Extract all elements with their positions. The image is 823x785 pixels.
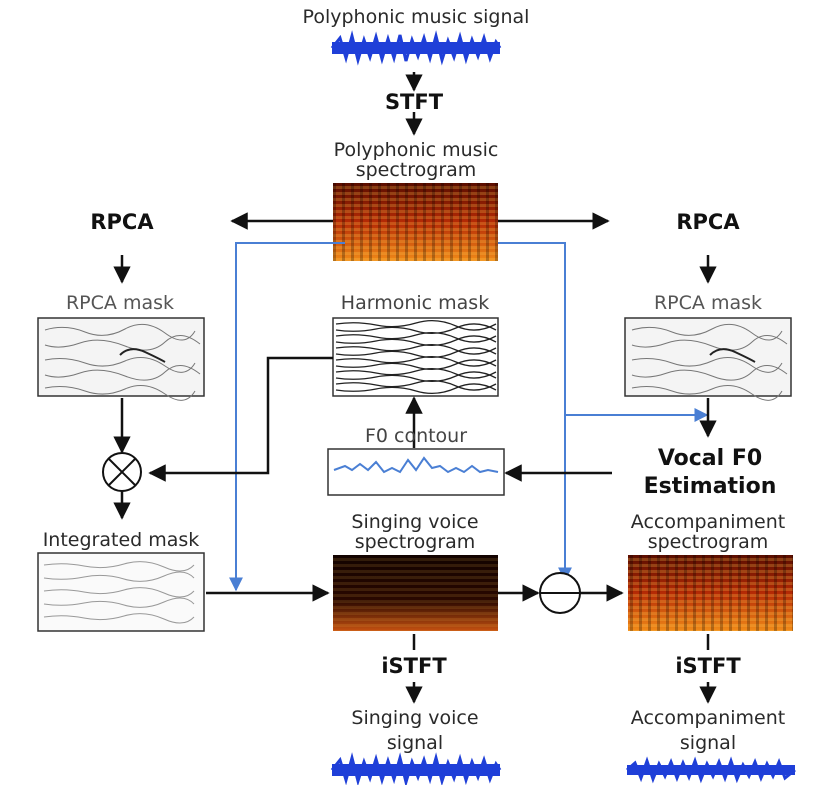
vocal-f0-est-line2: Estimation (643, 474, 777, 499)
integrated-mask-label: Integrated mask (42, 529, 200, 551)
vocal-f0-est-line1: Vocal F0 (657, 446, 763, 471)
accomp-signal-label-line2: signal (679, 732, 737, 754)
integrated-mask-image (37, 552, 205, 632)
poly-spec-label-line1: Polyphonic music (333, 139, 499, 161)
harmonic-mask-label: Harmonic mask (340, 292, 490, 314)
left-rpca-mask-image (37, 317, 205, 401)
voice-istft-label: iSTFT (381, 654, 447, 678)
right-rpca-mask-image (624, 317, 792, 401)
right-rpca-label: RPCA (676, 210, 740, 234)
accomp-istft-label: iSTFT (675, 654, 741, 678)
harmonic-mask-image (332, 317, 499, 397)
voice-spec-label-line1: Singing voice (351, 511, 479, 533)
input-signal-label: Polyphonic music signal (302, 6, 530, 28)
input-waveform (330, 30, 502, 66)
voice-spectrogram-image (333, 555, 498, 631)
multiply-node-icon (102, 452, 142, 492)
subtract-node-icon (539, 572, 581, 614)
f0-contour-image (327, 448, 505, 496)
accomp-spectrogram-image (628, 555, 793, 631)
left-rpca-label: RPCA (90, 210, 154, 234)
arrow-harmonic-to-multiply (148, 356, 333, 482)
blue-line-right (498, 242, 572, 582)
voice-signal-label-line2: signal (386, 732, 444, 754)
voice-spec-label-line2: spectrogram (354, 531, 476, 553)
accomp-waveform (626, 756, 796, 784)
accomp-spec-label-line1: Accompaniment (630, 511, 786, 533)
voice-waveform (330, 752, 502, 785)
accomp-signal-label-line1: Accompaniment (630, 707, 786, 729)
blue-line-left (229, 242, 345, 592)
accomp-spec-label-line2: spectrogram (647, 531, 769, 553)
right-rpca-mask-label: RPCA mask (653, 292, 763, 314)
left-rpca-mask-label: RPCA mask (65, 292, 175, 314)
voice-signal-label-line1: Singing voice (351, 707, 479, 729)
poly-spec-label-line2: spectrogram (355, 159, 477, 181)
f0-contour-label: F0 contour (364, 425, 468, 447)
stft-label: STFT (384, 90, 444, 114)
polyphonic-spectrogram-image (333, 183, 498, 261)
